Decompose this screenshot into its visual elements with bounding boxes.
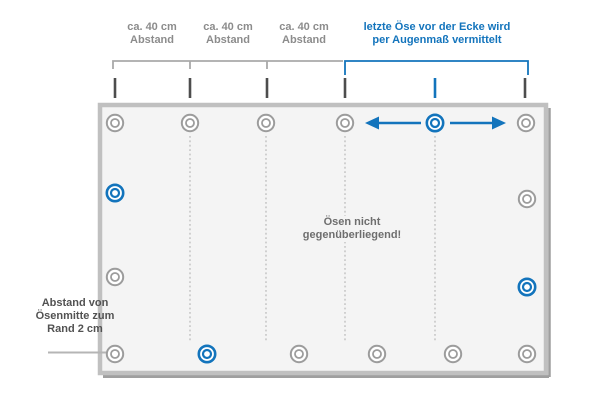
eyelet [443, 344, 463, 364]
eyelet [517, 189, 537, 209]
spacing-label-3-line1: ca. 40 cm [279, 21, 329, 33]
corner-note-line2: per Augenmaß vermittelt [372, 34, 502, 46]
eyelet [105, 267, 125, 287]
spacing-label-3: ca. 40 cm Abstand [254, 21, 354, 47]
edge-note-line3: Rand 2 cm [47, 323, 103, 335]
eyelet [105, 113, 125, 133]
blue-measure-bracket [344, 60, 529, 75]
spacing-label-1-line1: ca. 40 cm [127, 21, 177, 33]
edge-note-line2: Ösenmitte zum [35, 310, 115, 322]
eyelet [517, 344, 537, 364]
spacing-label-2-line2: Abstand [206, 34, 250, 46]
spacing-label-1-line2: Abstand [130, 34, 174, 46]
eyelet [180, 113, 200, 133]
edge-note-line1: Abstand von [41, 297, 109, 309]
center-note-line1: Ösen nicht [323, 216, 381, 228]
eyelet-group [105, 113, 537, 364]
eyelet [516, 113, 536, 133]
column-tick-marks [113, 78, 527, 98]
eyelet-highlighted [105, 183, 125, 203]
eyelet-highlighted [425, 113, 445, 133]
eyelet [367, 344, 387, 364]
eyelet-highlighted [197, 344, 217, 364]
arrow-left-icon [365, 116, 421, 130]
eyelet [105, 344, 125, 364]
arrow-right-icon [450, 116, 506, 130]
spacing-label-2: ca. 40 cm Abstand [178, 21, 278, 47]
edge-note: Abstand von Ösenmitte zum Rand 2 cm [5, 297, 145, 336]
spacing-label-3-line2: Abstand [282, 34, 326, 46]
eyelet [289, 344, 309, 364]
corner-note-line1: letzte Öse vor der Ecke wird [363, 21, 511, 33]
eyelet [335, 113, 355, 133]
gray-measure-bracket [112, 60, 343, 69]
center-note-line2: gegenüberliegend! [302, 229, 402, 241]
corner-note: letzte Öse vor der Ecke wird per Augenma… [342, 21, 532, 47]
center-note: Ösen nicht gegenüberliegend! [277, 216, 427, 242]
eyelet [256, 113, 276, 133]
eyelet-highlighted [517, 277, 537, 297]
spacing-label-2-line1: ca. 40 cm [203, 21, 253, 33]
spacing-label-1: ca. 40 cm Abstand [102, 21, 202, 47]
